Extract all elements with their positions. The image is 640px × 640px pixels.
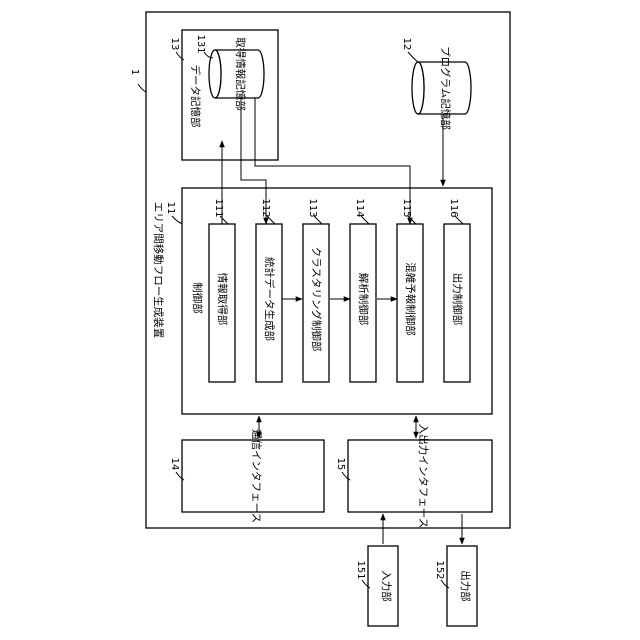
module-ref-3: 113 [307, 198, 318, 217]
output-unit-label: 出力部 [459, 570, 472, 602]
module-ref-6: 116 [448, 198, 459, 217]
data-storage-label: データ記憶部 [189, 65, 202, 128]
acquired-info-ref: 131 [195, 34, 206, 53]
device-ref: 11 [165, 202, 176, 215]
io-interface-label: 入出力インタフェース [417, 424, 430, 528]
io-interface-ref: 15 [335, 458, 346, 471]
output-unit-ref: 152 [434, 560, 445, 579]
module-label-6: 出力制御部 [451, 273, 464, 326]
input-unit-label: 入力部 [380, 570, 393, 602]
module-label-1: 情報取得部 [216, 273, 229, 326]
module-label-5: 混雑予報制御部 [404, 262, 417, 336]
module-label-4: 解析制御部 [357, 273, 370, 326]
control-unit-label: 制御部 [191, 282, 204, 314]
outer-ref: 1 [129, 69, 140, 75]
input-unit-ref: 151 [355, 560, 366, 579]
comm-interface-ref: 14 [169, 458, 180, 471]
outer-ref-leader [138, 84, 146, 92]
module-label-3: クラスタリング制御部 [310, 247, 323, 352]
device-label: エリア間移動フロー生成装置 [152, 202, 165, 339]
data-storage-ref: 13 [169, 38, 180, 51]
comm-interface-label: 通信インタフェース [250, 429, 262, 523]
module-ref-4: 114 [354, 198, 365, 217]
program-storage-ref: 12 [401, 38, 412, 51]
module-label-2: 統計データ生成部 [263, 257, 276, 341]
program-storage-label: プログラム記憶部 [439, 46, 452, 130]
